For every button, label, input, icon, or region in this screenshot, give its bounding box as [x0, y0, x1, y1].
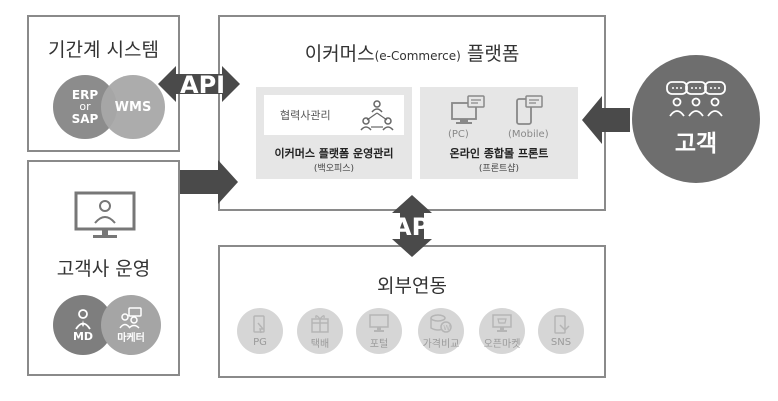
legacy-system-title: 기간계 시스템 [48, 39, 159, 61]
api-top-label: API [180, 71, 226, 99]
admin-subtitle: (백오피스) [313, 164, 355, 174]
md-circle: MD [53, 295, 113, 355]
external-item-label: 가격비교 [422, 339, 460, 350]
legacy-system-box: 기간계 시스템 ERP or SAP WMS [27, 15, 180, 152]
card-pay-icon [249, 314, 271, 336]
wms-circle: WMS [101, 75, 165, 139]
customer-ops-box: 고객사 운영 MD 마케터 [27, 160, 180, 376]
front-panel: (PC) (Mobile) 온라인 종합몰 프론트 (프론트샵) [420, 87, 578, 179]
ecommerce-platform-box: 이커머스(e-Commerce) 플랫폼 협력사관리 이커머스 플랫폼 운영관리… [218, 15, 606, 211]
external-item-label: 포털 [369, 339, 389, 350]
person-tie-icon [75, 308, 91, 330]
customer-label: 고객 [674, 131, 718, 157]
front-title: 온라인 종합몰 프론트 [449, 147, 549, 160]
erp-or-label: or [79, 100, 91, 113]
external-item-2: 택배 [297, 308, 343, 354]
admin-panel: 협력사관리 이커머스 플랫폼 운영관리 (백오피스) [256, 87, 412, 179]
customer-circle: 고객 [632, 55, 760, 183]
monitor-icon [368, 312, 390, 334]
platform-title: 이커머스(e-Commerce) 플랫폼 [220, 39, 604, 66]
external-item-5: 오픈마켓 [479, 308, 525, 354]
svg-text:W: W [443, 324, 450, 332]
external-item-label: SNS [550, 337, 572, 348]
monitor-user-icon [74, 191, 136, 238]
partner-mgmt-label: 협력사관리 [280, 109, 331, 122]
gift-box-icon [309, 312, 331, 334]
external-item-label: 오픈마켓 [483, 339, 521, 350]
marketer-circle: 마케터 [101, 295, 161, 355]
partner-mgmt-card: 협력사관리 [264, 95, 404, 135]
marketer-label: 마케터 [117, 332, 145, 344]
coin-db-icon: W [429, 312, 453, 334]
team-chat-icon [119, 306, 142, 329]
org-chart-icon [360, 100, 394, 131]
erp-label: ERP [71, 88, 99, 102]
front-subtitle: (프론트샵) [478, 164, 520, 174]
wms-label: WMS [114, 99, 152, 115]
external-title: 외부연동 [377, 275, 447, 297]
platform-title-main: 이커머스 [304, 43, 375, 65]
external-item-4: W 가격비교 [418, 308, 464, 354]
pc-label: (PC) [448, 129, 469, 140]
mobile-chat-icon [516, 95, 543, 125]
customers-chat-icon [666, 81, 726, 117]
external-item-3: 포털 [356, 308, 402, 354]
customer-ops-title: 고객사 운영 [56, 258, 151, 280]
api-bottom-label: API [393, 213, 439, 241]
md-label: MD [72, 329, 94, 343]
mobile-label: (Mobile) [508, 129, 549, 140]
external-item-label: PG [253, 337, 267, 348]
market-monitor-icon [491, 312, 513, 334]
pc-chat-icon [451, 95, 485, 124]
external-item-label: 택배 [310, 339, 330, 350]
phone-touch-icon [550, 314, 572, 336]
admin-title: 이커머스 플랫폼 운영관리 [274, 147, 394, 160]
external-item-1: PG [237, 308, 283, 354]
platform-title-sub: (e-Commerce) [374, 49, 461, 63]
platform-title-tail: 플랫폼 [460, 43, 520, 65]
external-item-6: SNS [538, 308, 584, 354]
sap-label: SAP [71, 112, 99, 126]
